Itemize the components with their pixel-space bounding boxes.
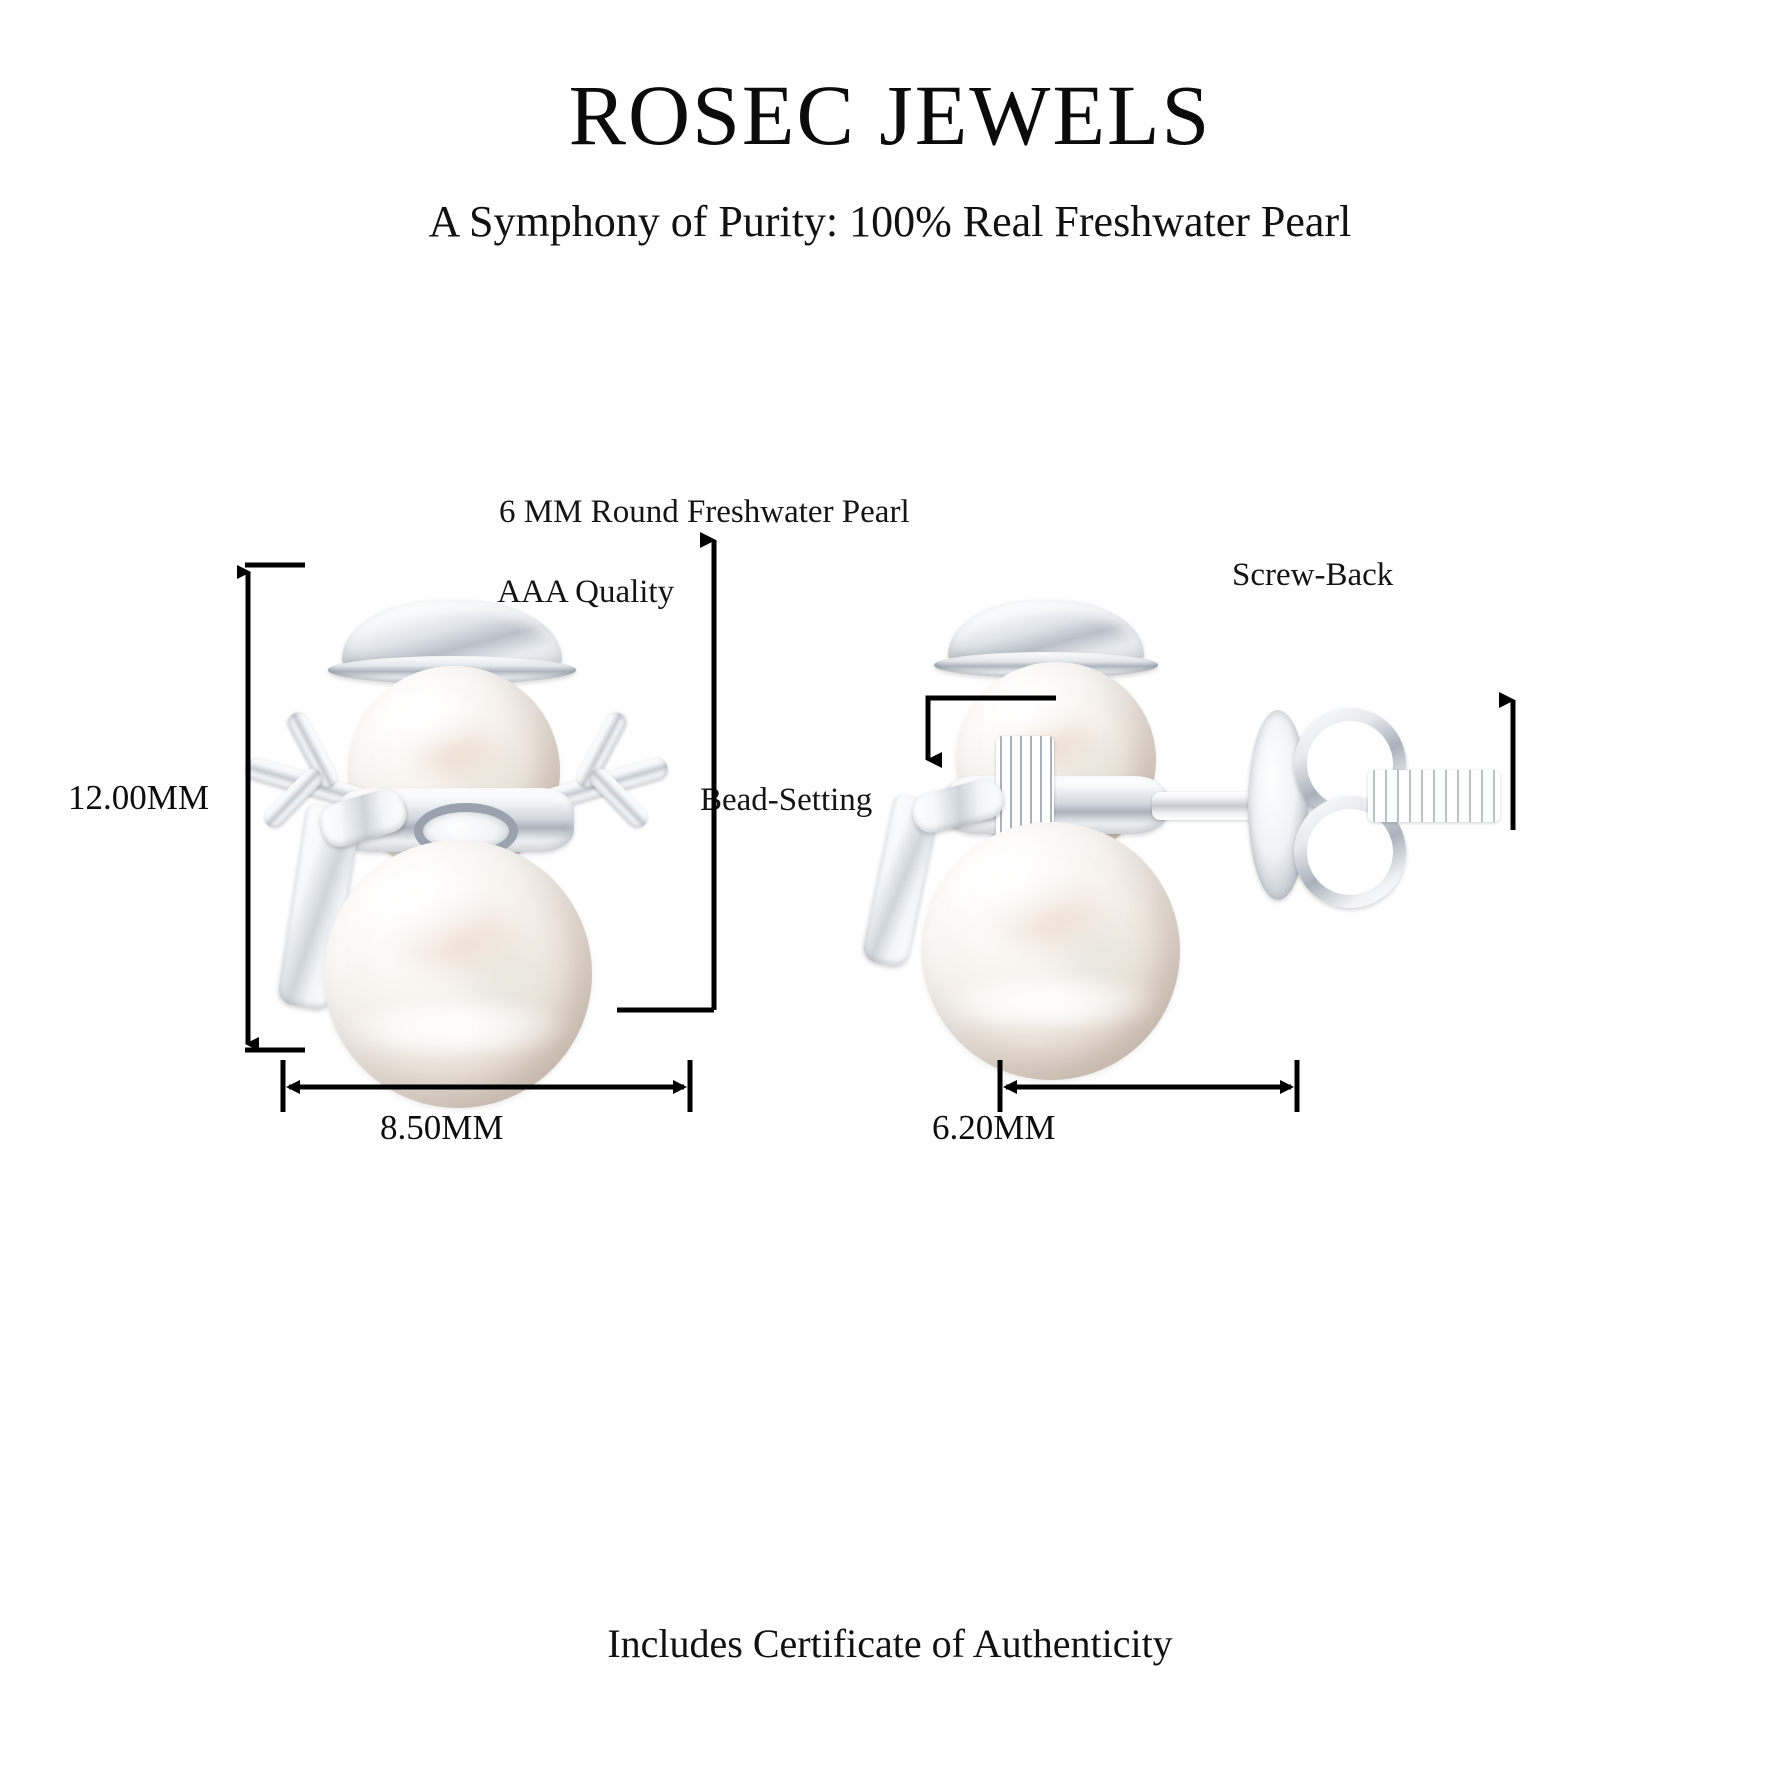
height-dimension-label: 12.00MM bbox=[68, 778, 209, 817]
pearl-spec-line-1: 6 MM Round Freshwater Pearl bbox=[499, 494, 910, 530]
screw-back-annotation: Screw-Back bbox=[1232, 557, 1394, 593]
pearl-spec-annotation: 6 MM Round Freshwater Pearl AAA Quality bbox=[466, 452, 910, 652]
front-view-illustration bbox=[243, 600, 671, 1120]
side-width-dimension-label: 6.20MM bbox=[932, 1108, 1056, 1147]
body-pearl bbox=[324, 840, 592, 1108]
page-subtitle: A Symphony of Purity: 100% Real Freshwat… bbox=[428, 197, 1352, 246]
screw-back-thread bbox=[1368, 770, 1500, 822]
screw-back-disc bbox=[1248, 710, 1308, 900]
certificate-note: Includes Certificate of Authenticity bbox=[607, 1621, 1173, 1666]
page-title: ROSEC JEWELS bbox=[568, 67, 1212, 163]
screw-back-loop-bottom bbox=[1294, 796, 1406, 908]
front-width-dimension-label: 8.50MM bbox=[380, 1108, 504, 1147]
pearl-spec-line-2: AAA Quality bbox=[497, 574, 675, 610]
body-pearl-side bbox=[922, 822, 1180, 1080]
bead-setting-annotation: Bead-Setting bbox=[700, 782, 873, 818]
side-view-illustration bbox=[860, 600, 1540, 1120]
